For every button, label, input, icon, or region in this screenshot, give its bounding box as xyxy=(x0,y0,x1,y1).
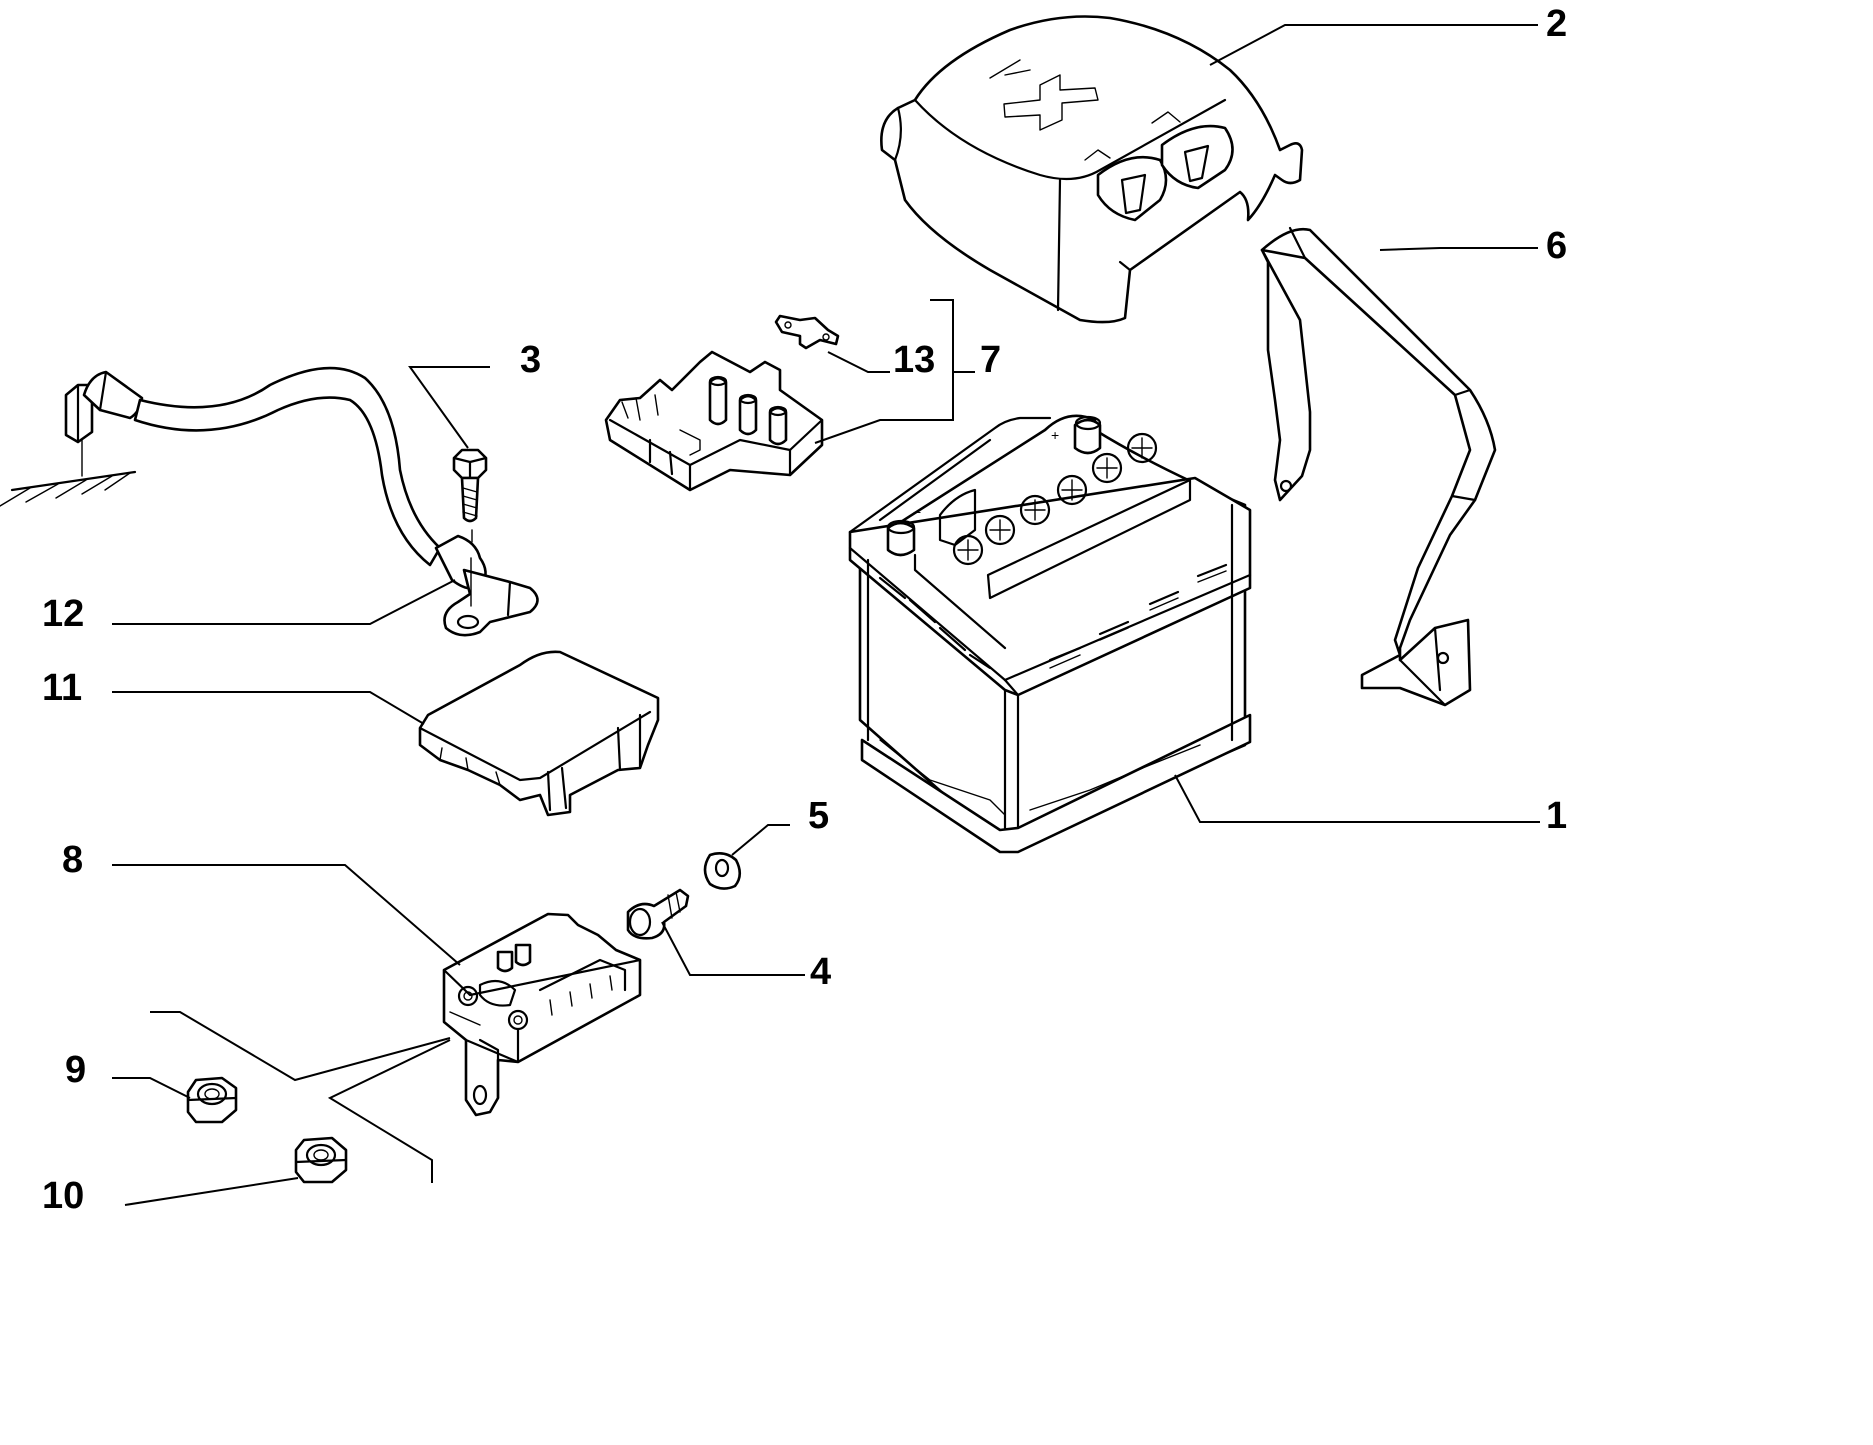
fuse-box-lid-part xyxy=(418,650,660,817)
callout-6: 6 xyxy=(1546,225,1567,267)
nut-part-10 xyxy=(294,1136,348,1184)
leader-line-8 xyxy=(112,864,461,966)
leader-line-2 xyxy=(1209,24,1538,66)
leader-line-9 xyxy=(112,1077,191,1099)
callout-4: 4 xyxy=(810,951,831,993)
leader-line-7 xyxy=(814,299,975,444)
leader-line-11 xyxy=(112,691,425,725)
leader-line-5 xyxy=(731,824,790,856)
callout-9: 9 xyxy=(65,1049,86,1091)
washer-part xyxy=(703,852,742,890)
callout-1: 1 xyxy=(1546,795,1567,837)
diagram-canvas: − + xyxy=(0,3,1567,1212)
battery-minus-symbol: − xyxy=(913,504,921,520)
leader-line-terminal-a xyxy=(150,1011,451,1082)
callout-12: 12 xyxy=(42,593,84,635)
leader-line-terminal-b xyxy=(327,1039,451,1183)
battery-part: − + xyxy=(848,414,1252,854)
callout-7: 7 xyxy=(980,339,1001,381)
callout-8: 8 xyxy=(62,839,83,881)
leader-lines xyxy=(112,24,1540,1206)
leader-line-12 xyxy=(112,579,456,625)
ground-symbol xyxy=(0,439,137,507)
terminal-block-part xyxy=(442,912,642,1117)
leader-line-6 xyxy=(1379,247,1538,251)
callout-3: 3 xyxy=(520,339,541,381)
battery-bracket-part xyxy=(1260,226,1497,707)
callout-5: 5 xyxy=(808,795,829,837)
leader-line-3 xyxy=(408,366,490,449)
ground-cable-part xyxy=(64,366,539,637)
nut-part-9 xyxy=(186,1076,238,1124)
callout-13: 13 xyxy=(893,339,935,381)
screw-part xyxy=(626,888,690,940)
callout-11: 11 xyxy=(42,667,82,709)
leader-line-1 xyxy=(1174,774,1540,823)
battery-vent-caps xyxy=(952,432,1158,566)
callout-10: 10 xyxy=(42,1175,84,1212)
callout-labels: 2 6 13 7 3 12 11 1 5 8 4 9 10 xyxy=(42,3,1567,1212)
leader-line-10 xyxy=(124,1177,299,1206)
battery-cover-part xyxy=(880,15,1304,324)
bolt-part xyxy=(452,448,488,607)
fuse-part xyxy=(774,314,840,350)
battery-plus-symbol: + xyxy=(1051,427,1059,443)
leader-line-13 xyxy=(827,351,890,373)
fuse-box-part xyxy=(604,350,824,492)
exploded-parts-diagram: − + xyxy=(0,3,1567,1212)
leader-line-4 xyxy=(661,921,805,976)
callout-2: 2 xyxy=(1546,3,1567,45)
